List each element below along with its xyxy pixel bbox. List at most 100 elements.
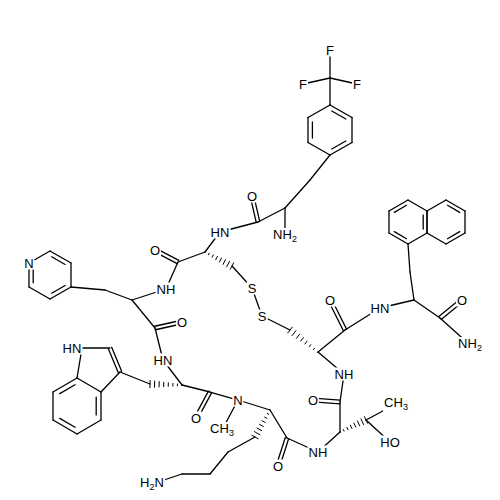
bond-line	[60, 385, 75, 394]
bond-line	[163, 382, 164, 386]
bond-line	[410, 272, 414, 300]
bond-line	[414, 300, 440, 318]
bond-line	[339, 402, 340, 432]
bond-line	[312, 122, 313, 138]
bond-line	[318, 330, 345, 352]
atom-label: NH	[334, 368, 355, 381]
bond-line	[357, 421, 359, 426]
bond-line	[159, 382, 160, 387]
bond-line	[464, 211, 465, 233]
bond-line	[182, 473, 210, 474]
atom-label: F	[352, 78, 362, 91]
bond-line	[228, 437, 255, 452]
atom-label: H2N	[139, 476, 165, 492]
bond-line	[332, 141, 346, 149]
bond-line	[426, 211, 427, 233]
bond-line	[307, 118, 308, 143]
bond-line	[172, 383, 173, 386]
atom-label: S	[257, 310, 268, 323]
bond-line	[408, 200, 427, 211]
atom-label: N	[23, 257, 34, 270]
bond-line	[288, 327, 292, 333]
atom-label: HN	[62, 342, 83, 355]
bond-line	[77, 420, 101, 434]
atom-label: O	[272, 460, 284, 473]
bond-line	[219, 258, 221, 262]
bond-line	[427, 200, 446, 211]
bond-line	[329, 78, 330, 105]
bond-line	[394, 232, 406, 239]
bond-line	[212, 255, 213, 257]
bond-line	[70, 263, 71, 287]
bond-line	[108, 349, 118, 373]
bond-line	[52, 286, 65, 294]
bond-line	[388, 211, 389, 233]
bond-line	[52, 257, 65, 265]
atom-label: NH	[156, 283, 177, 296]
atom-label: O	[190, 412, 202, 425]
atom-label: HN	[210, 226, 231, 239]
bond-line	[361, 419, 364, 425]
bond-line	[262, 421, 265, 423]
atom-label: O	[456, 294, 468, 307]
bond-line	[258, 208, 285, 222]
bond-line	[254, 432, 259, 435]
bond-line	[296, 334, 299, 338]
bond-line	[60, 418, 75, 427]
bond-line	[29, 287, 50, 299]
atom-label: CH3	[209, 422, 235, 438]
bond-line	[210, 452, 228, 474]
atom-label: NH2	[272, 228, 298, 244]
bond-line	[448, 205, 460, 212]
atom-label: F	[325, 44, 335, 57]
bond-line	[208, 253, 210, 255]
bond-line	[223, 260, 225, 265]
bond-line	[216, 256, 218, 259]
bond-line	[408, 244, 410, 272]
bond-line	[332, 111, 346, 119]
atom-label: O	[176, 316, 188, 329]
atom-label: N	[232, 394, 243, 407]
bond-line	[132, 300, 155, 328]
atom-label: HN	[370, 302, 391, 315]
atom-label: F	[298, 78, 308, 91]
bond-line	[270, 410, 287, 438]
bond-line	[52, 392, 53, 420]
bond-line	[448, 232, 460, 239]
atom-label: O	[324, 294, 336, 307]
bond-line	[154, 381, 155, 387]
bond-line	[394, 205, 406, 212]
atom-label: NH2	[457, 337, 483, 353]
atom-label: CH3	[383, 396, 409, 412]
bond-line	[82, 347, 110, 348]
bond-line	[267, 413, 268, 415]
bond-line	[423, 215, 424, 229]
bond-line	[71, 287, 105, 290]
bond-line	[33, 267, 34, 282]
bond-line	[96, 397, 97, 415]
atom-label: S	[247, 282, 258, 295]
bond-line	[182, 385, 210, 392]
bond-line	[310, 155, 330, 180]
bond-line	[168, 383, 169, 387]
atom-label: O	[149, 244, 161, 257]
bond-line	[259, 424, 263, 426]
bond-line	[100, 392, 101, 420]
bond-line	[227, 261, 230, 267]
bond-line	[313, 348, 314, 349]
bond-line	[308, 105, 330, 118]
atom-label: O	[246, 190, 258, 203]
bond-line	[426, 211, 427, 233]
bond-line	[177, 384, 178, 386]
bond-line	[105, 290, 132, 300]
bond-line	[292, 331, 296, 336]
bond-line	[101, 372, 120, 392]
atom-label: O	[307, 394, 319, 407]
bond-line	[265, 417, 267, 418]
bond-line	[343, 430, 345, 432]
bond-line	[408, 233, 427, 244]
bond-line	[351, 118, 352, 143]
bond-line	[354, 423, 356, 427]
